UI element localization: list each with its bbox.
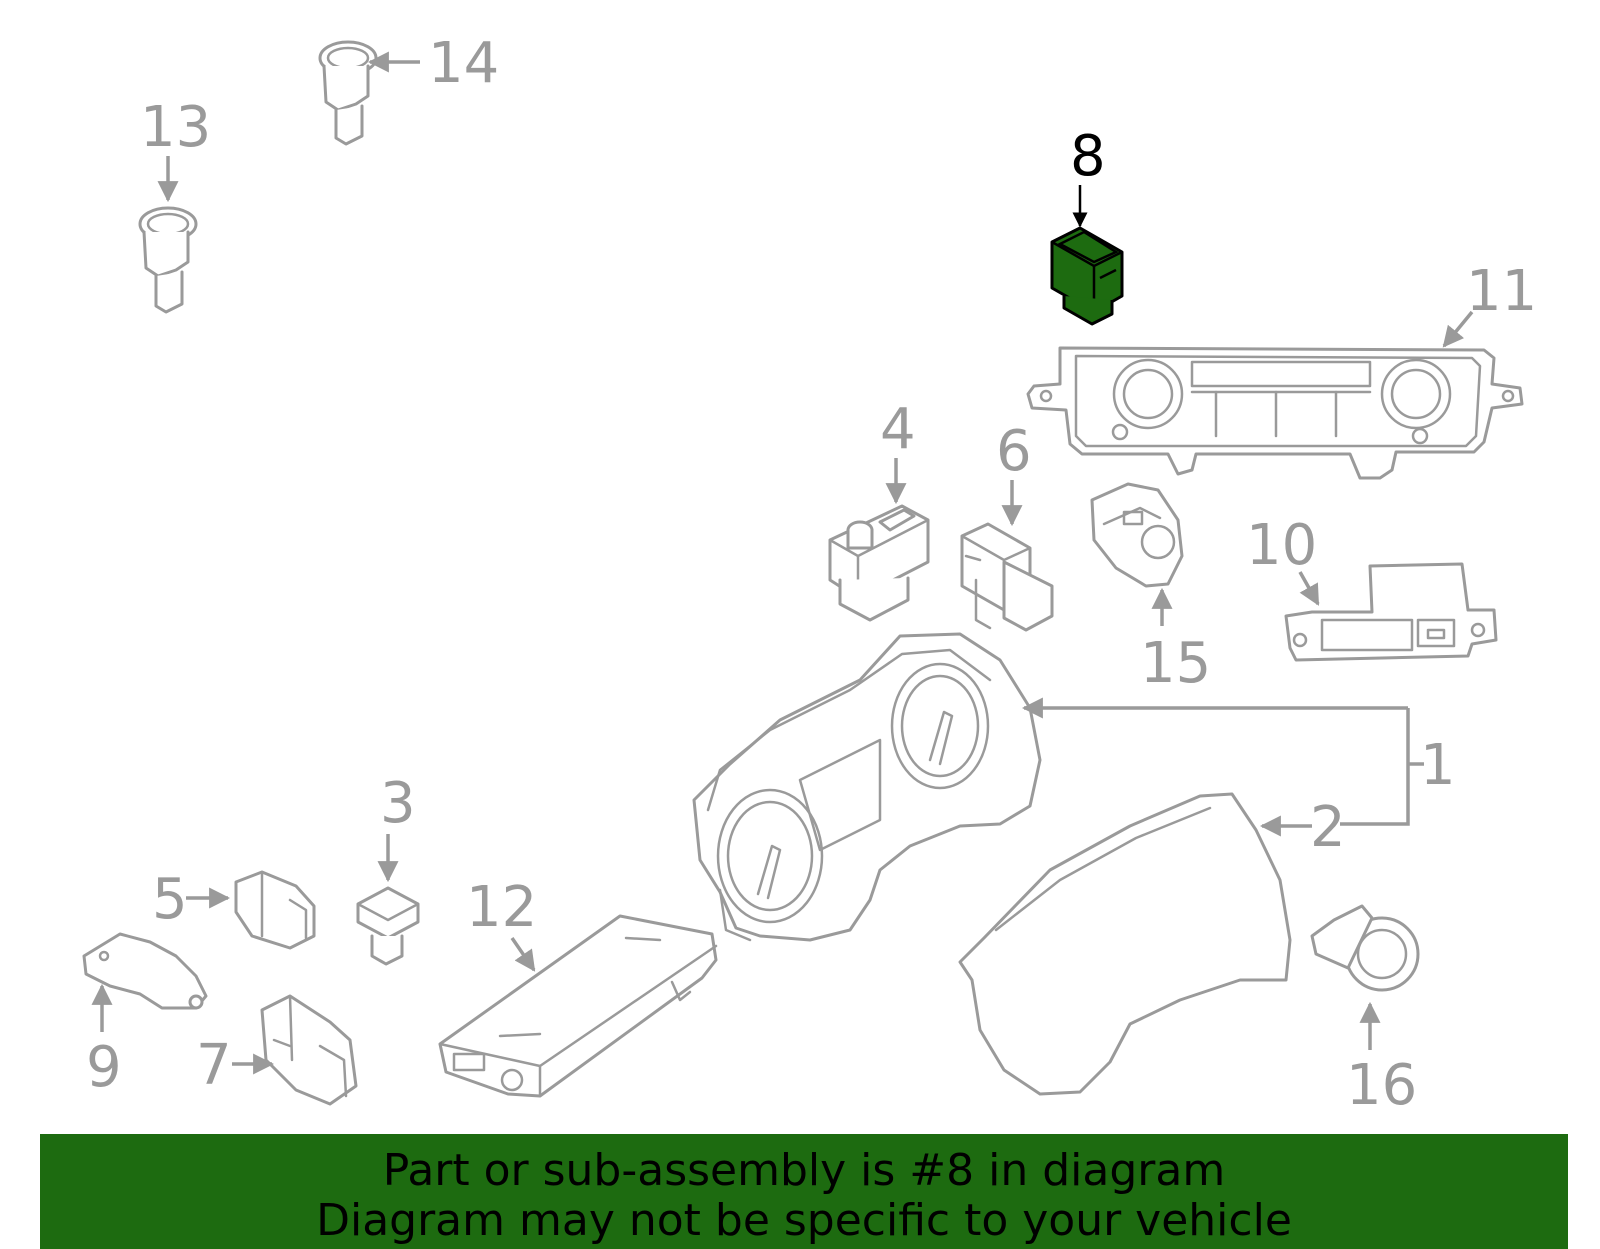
callout-10: 10 [1246,513,1317,578]
callout-6: 6 [996,419,1032,484]
callout-14: 14 [428,31,499,96]
part-5-switch: 5 [152,867,316,950]
callout-3: 3 [380,771,416,836]
info-banner: Part or sub-assembly is #8 in diagram Di… [40,1134,1568,1249]
part-8-switch-highlighted: 8 [1050,124,1124,326]
callout-2: 2 [1310,795,1346,860]
callout-7: 7 [196,1033,232,1098]
parts-diagram: 14 13 8 11 [82,31,1537,1118]
part-12-module: 12 [438,875,718,1098]
callout-15: 15 [1140,631,1211,696]
part-10-module: 10 [1246,513,1498,662]
part-13-clip: 13 [138,95,211,314]
part-15-sensor: 15 [1090,482,1211,696]
banner-line-1: Part or sub-assembly is #8 in diagram [382,1145,1226,1196]
part-6-switch: 6 [960,419,1054,632]
callout-16: 16 [1346,1053,1417,1118]
callout-13: 13 [140,95,211,160]
banner-line-2: Diagram may not be specific to your vehi… [316,1195,1292,1246]
callout-12: 12 [466,875,537,940]
part-11-control-panel: 11 [1026,259,1537,480]
callout-1: 1 [1420,733,1456,798]
part-14-clip: 14 [318,31,499,146]
callout-5: 5 [152,867,188,932]
part-2-cluster-lens: 2 [958,792,1346,1096]
part-3-switch: 3 [356,771,420,966]
callout-9: 9 [86,1035,122,1100]
part-4-switch: 4 [828,397,930,622]
callout-4: 4 [880,397,916,462]
part-1-instrument-cluster: 1 [692,632,1456,942]
part-9-sensor: 9 [82,932,208,1100]
callout-11: 11 [1466,259,1537,324]
part-7-switch: 7 [196,994,358,1106]
callout-8: 8 [1070,124,1106,189]
part-16-button: 16 [1310,904,1420,1118]
